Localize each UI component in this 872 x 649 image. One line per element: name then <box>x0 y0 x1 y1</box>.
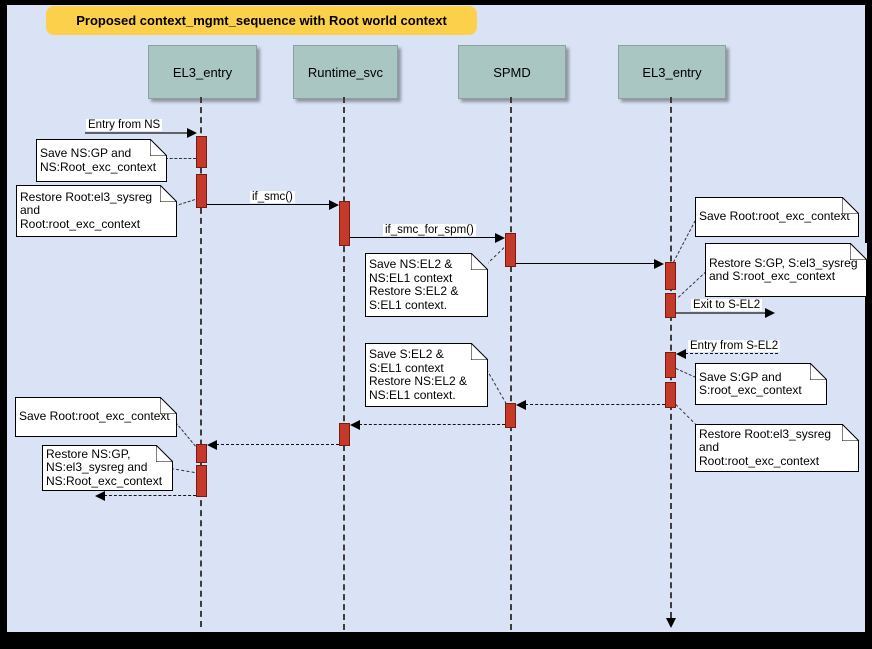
message-label-entry-from-sel2: Entry from S-EL2 <box>688 340 781 352</box>
arrowhead-icon <box>654 259 664 269</box>
activation-bar <box>196 174 207 208</box>
note-fold-icon <box>150 139 167 156</box>
return-line-spmd-to-runtime <box>359 424 505 425</box>
return-line-exit-ns <box>104 495 196 496</box>
message-line-spmd-to-el3 <box>516 263 655 264</box>
arrowhead-icon <box>516 400 526 410</box>
note-fold-icon <box>810 363 827 380</box>
activation-bar <box>196 465 207 497</box>
arrowhead-icon <box>676 349 686 359</box>
arrowhead-icon <box>350 420 360 430</box>
return-line-runtime-to-el3 <box>216 444 339 445</box>
note-save-root-exc-left: Save Root:root_exc_context <box>15 397 177 437</box>
note-fold-icon <box>842 197 859 214</box>
note-fold-icon <box>471 343 488 360</box>
message-line-if-smc-for-spm <box>350 237 496 238</box>
lifeline-el3-entry-1 <box>200 97 202 627</box>
note-text: Restore NS:GP, NS:el3_sysreg and NS:Root… <box>46 446 163 488</box>
lifeline-spmd <box>510 97 512 630</box>
note-restore-root-sysreg-right: Restore Root:el3_sysreg and Root:root_ex… <box>695 424 859 472</box>
lifeline-header-spmd: SPMD <box>458 45 566 99</box>
arrowhead-icon <box>495 233 505 243</box>
arrowhead-icon <box>329 200 339 210</box>
activation-bar <box>339 201 350 246</box>
message-label-if-smc-for-spm: if_smc_for_spm() <box>383 224 476 236</box>
message-label-entry-from-ns: Entry from NS <box>86 119 163 131</box>
lifeline-header-el3-entry-1: EL3_entry <box>148 45 257 99</box>
message-label-exit-to-sel2: Exit to S-EL2 <box>691 299 763 311</box>
lifeline-end-arrow-icon <box>666 618 676 628</box>
note-save-s-gp: Save S:GP and S:root_exc_context <box>695 363 827 405</box>
note-text: Save S:GP and S:root_exc_context <box>699 369 802 397</box>
note-text: Save NS:GP and NS:Root_exc_context <box>40 146 157 174</box>
note-fold-icon <box>156 445 173 462</box>
note-fold-icon <box>850 243 867 260</box>
note-text: Restore Root:el3_sysreg and Root:root_ex… <box>699 426 832 468</box>
return-line-el3-to-spmd <box>525 404 665 405</box>
lifeline-label: EL3_entry <box>172 64 233 80</box>
note-text: Save S:EL2 & S:EL1 context Restore NS:EL… <box>369 347 468 402</box>
note-save-s-el2-restore-ns: Save S:EL2 & S:EL1 context Restore NS:EL… <box>365 343 488 407</box>
lifeline-header-runtime-svc: Runtime_svc <box>293 45 398 99</box>
arrowhead-icon <box>187 128 197 138</box>
note-restore-s-gp: Restore S:GP, S:el3_sysreg and S:root_ex… <box>705 243 867 297</box>
message-line-exit-to-sel2 <box>676 312 766 314</box>
activation-bar <box>505 403 516 428</box>
note-restore-ns-gp: Restore NS:GP, NS:el3_sysreg and NS:Root… <box>42 445 173 491</box>
activation-bar <box>196 444 207 463</box>
note-text: Restore S:GP, S:el3_sysreg and S:root_ex… <box>709 255 858 283</box>
note-restore-root-sysreg-top: Restore Root:el3_sysreg and Root:root_ex… <box>16 185 177 237</box>
note-fold-icon <box>160 397 177 414</box>
activation-bar <box>505 233 516 267</box>
activation-bar <box>665 293 676 318</box>
lifeline-label: Runtime_svc <box>307 64 384 80</box>
lifeline-runtime-svc <box>343 97 345 630</box>
message-line-entry-from-ns <box>85 132 188 134</box>
message-line-entry-from-sel2 <box>685 353 778 354</box>
note-connector <box>165 158 196 159</box>
lifeline-header-el3-entry-2: EL3_entry <box>618 45 726 99</box>
activation-bar <box>665 262 676 290</box>
note-fold-icon <box>160 185 177 202</box>
activation-bar <box>339 423 350 446</box>
note-fold-icon <box>471 253 488 270</box>
activation-bar <box>665 352 676 378</box>
arrowhead-icon <box>207 440 217 450</box>
arrowhead-icon <box>95 491 105 501</box>
message-label-if-smc: if_smc() <box>250 191 295 203</box>
note-text: Save Root:root_exc_context <box>699 209 850 224</box>
activation-bar <box>196 136 207 168</box>
note-text: Save Root:root_exc_context <box>19 409 170 424</box>
note-fold-icon <box>842 424 859 441</box>
note-text: Restore Root:el3_sysreg and Root:root_ex… <box>20 189 153 231</box>
diagram-title: Proposed context_mgmt_sequence with Root… <box>46 6 477 35</box>
note-save-ns-gp: Save NS:GP and NS:Root_exc_context <box>36 139 167 182</box>
lifeline-label: EL3_entry <box>642 64 702 80</box>
note-text: Save NS:EL2 & NS:EL1 context Restore S:E… <box>369 257 459 312</box>
arrowhead-icon <box>765 308 775 318</box>
message-line-if-smc <box>207 204 330 205</box>
note-save-root-exc-right: Save Root:root_exc_context <box>695 197 859 237</box>
lifeline-label: SPMD <box>493 64 531 80</box>
activation-bar <box>665 382 676 408</box>
diagram-canvas <box>7 5 865 632</box>
note-save-ns-el2-restore-s: Save NS:EL2 & NS:EL1 context Restore S:E… <box>365 253 488 317</box>
